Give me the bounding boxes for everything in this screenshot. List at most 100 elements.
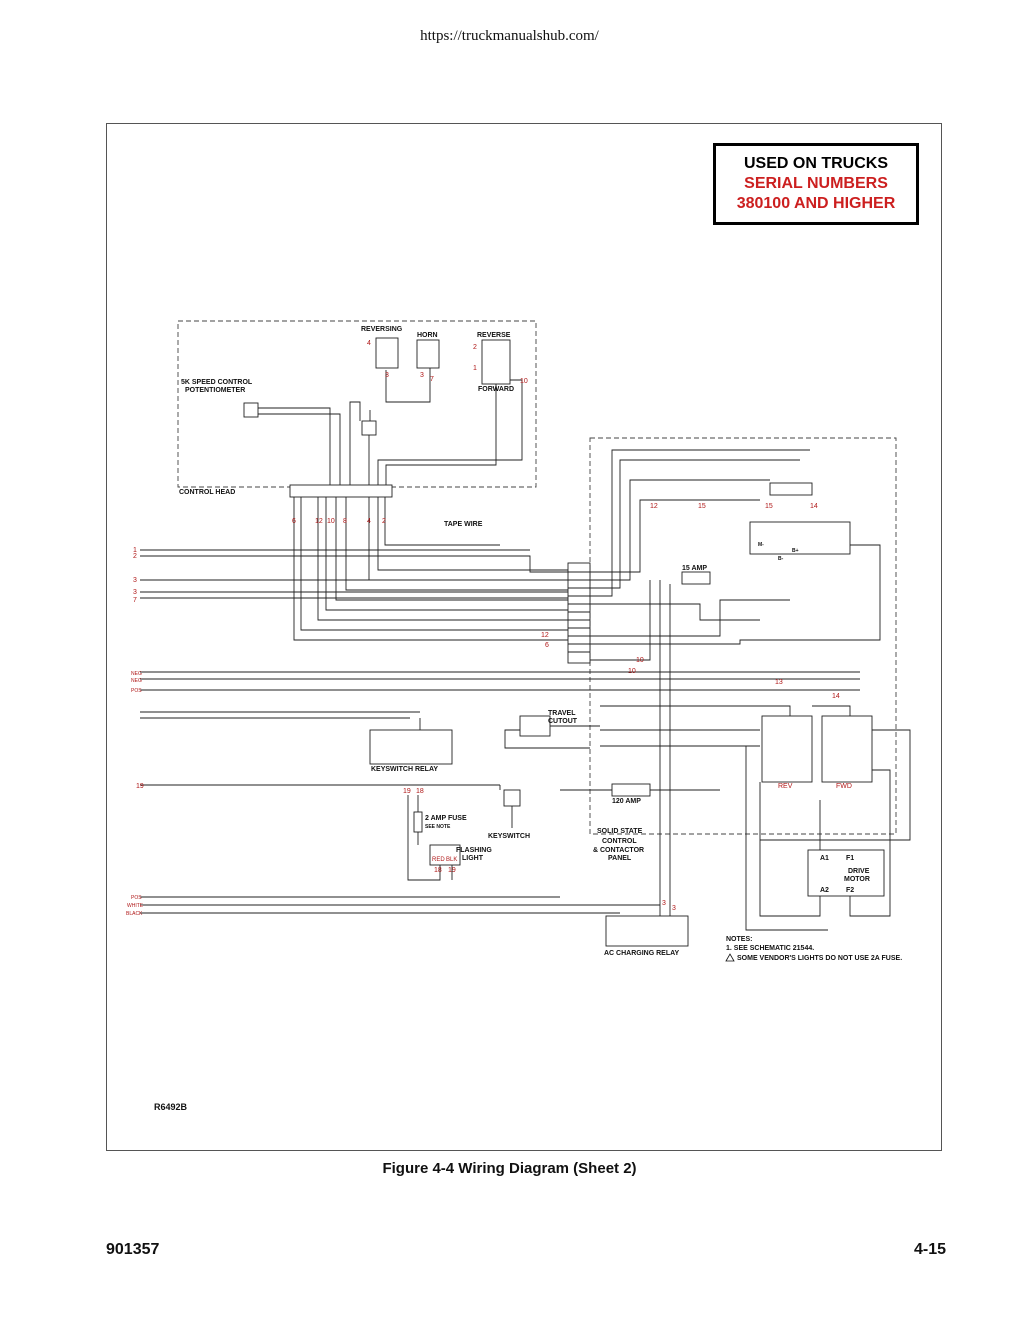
potentiometer-connector	[243, 402, 259, 418]
travel-cutout-switch	[519, 715, 551, 737]
label-travel-1: TRAVEL	[548, 710, 576, 717]
svg-text:1: 1	[133, 547, 137, 554]
wire-neg-2: NEG	[131, 678, 142, 684]
label-blk: BLK	[446, 857, 457, 863]
svg-text:2: 2	[133, 553, 137, 560]
label-keyswitch: KEYSWITCH	[488, 833, 530, 840]
label-ss-3: & CONTACTOR	[593, 847, 644, 854]
label-horn: HORN	[417, 332, 438, 339]
keyswitch-relay	[369, 729, 453, 765]
notes-title: NOTES:	[726, 936, 752, 943]
label-pot-line1: 5K SPEED CONTROL	[181, 379, 253, 386]
notice-line-3: 380100 AND HIGHER	[736, 195, 896, 212]
svg-text:19: 19	[403, 788, 411, 795]
wire-pos-2: POS	[131, 895, 142, 901]
control-head-enclosure	[177, 320, 537, 488]
svg-text:3: 3	[133, 589, 137, 596]
svg-text:12: 12	[315, 518, 323, 525]
drawing-id: R6492B	[154, 1102, 188, 1112]
note-1: 1. SEE SCHEMATIC 21544.	[726, 945, 814, 952]
label-reverse: REVERSE	[477, 332, 511, 339]
note-2: SOME VENDOR'S LIGHTS DO NOT USE 2A FUSE.	[737, 955, 902, 962]
label-control-head: CONTROL HEAD	[179, 489, 235, 496]
svg-text:6: 6	[292, 518, 296, 525]
flashing-light	[429, 844, 461, 866]
svg-text:14: 14	[810, 503, 818, 510]
controller-module	[749, 521, 851, 555]
svg-text:15: 15	[765, 503, 773, 510]
label-forward: FORWARD	[478, 386, 514, 393]
svg-text:15: 15	[698, 503, 706, 510]
ac-charging-relay	[605, 915, 689, 947]
label-travel-2: CUTOUT	[548, 718, 578, 725]
rev-contactor	[761, 715, 813, 783]
label-reversing: REVERSING	[361, 326, 403, 333]
splice-connector	[361, 420, 377, 436]
label-drive-2: MOTOR	[844, 876, 870, 883]
svg-text:10: 10	[636, 657, 644, 664]
source-url: https://truckmanualshub.com/	[420, 28, 599, 44]
lower-wires	[407, 580, 671, 916]
label-see-note: SEE NOTE	[425, 824, 451, 830]
reverse-forward-switch	[481, 339, 511, 385]
svg-text:14: 14	[832, 693, 840, 700]
label-ss-1: SOLID STATE	[597, 828, 643, 835]
horn-switch	[416, 339, 440, 369]
label-bplus: B+	[792, 548, 799, 554]
svg-text:10: 10	[520, 378, 528, 385]
svg-text:8: 8	[343, 518, 347, 525]
svg-text:1: 1	[473, 365, 477, 372]
label-drive-1: DRIVE	[848, 868, 870, 875]
label-rev: REV	[778, 783, 793, 790]
svg-text:19: 19	[136, 783, 144, 790]
fuse-15amp	[681, 571, 711, 585]
wire-neg-1: NEG	[131, 671, 142, 677]
svg-text:3: 3	[420, 372, 424, 379]
svg-text:18: 18	[434, 867, 442, 874]
label-ac-relay: AC CHARGING RELAY	[604, 950, 680, 957]
control-head-connector	[289, 484, 393, 498]
svg-text:4: 4	[367, 518, 371, 525]
svg-text:13: 13	[775, 679, 783, 686]
warning-icon	[725, 953, 735, 962]
svg-text:12: 12	[650, 503, 658, 510]
svg-text:10: 10	[628, 668, 636, 675]
panel-connector-top	[769, 482, 813, 496]
central-connector	[567, 562, 591, 664]
label-ss-4: PANEL	[608, 855, 632, 862]
svg-text:3: 3	[662, 900, 666, 907]
drive-motor	[807, 849, 885, 897]
svg-text:3: 3	[385, 372, 389, 379]
motor-f2: F2	[846, 887, 854, 894]
svg-text:7: 7	[133, 597, 137, 604]
svg-text:6: 6	[545, 642, 549, 649]
svg-text:12: 12	[541, 632, 549, 639]
fuse-120amp	[611, 783, 651, 797]
svg-text:19: 19	[448, 867, 456, 874]
svg-text:10: 10	[327, 518, 335, 525]
motor-f1: F1	[846, 855, 854, 862]
harness-lines	[140, 549, 860, 914]
page-number: 4-15	[913, 1241, 946, 1258]
fuse-2amp	[413, 811, 423, 833]
central-connector-rows	[568, 571, 590, 653]
notice-line-1: USED ON TRUCKS	[743, 155, 888, 172]
wire-pos: POS	[131, 688, 142, 694]
wire-black: BLACK	[126, 911, 143, 917]
svg-text:2: 2	[382, 518, 386, 525]
svg-text:7: 7	[430, 376, 434, 383]
figure-caption: Figure 4-4 Wiring Diagram (Sheet 2)	[382, 1160, 637, 1177]
svg-text:3: 3	[672, 905, 676, 912]
label-120amp: 120 AMP	[612, 798, 641, 805]
label-flashing-2: LIGHT	[462, 855, 484, 862]
svg-text:4: 4	[367, 340, 371, 347]
serial-notice-box: USED ON TRUCKS SERIAL NUMBERS 380100 AND…	[713, 143, 919, 225]
label-2amp-fuse: 2 AMP FUSE	[425, 815, 467, 822]
label-mminus: M-	[758, 542, 764, 548]
motor-wires	[745, 746, 891, 931]
label-red: RED	[432, 857, 445, 863]
notice-line-2: SERIAL NUMBERS	[744, 175, 888, 192]
document-number: 901357	[106, 1241, 160, 1258]
panel-wires	[590, 449, 911, 850]
